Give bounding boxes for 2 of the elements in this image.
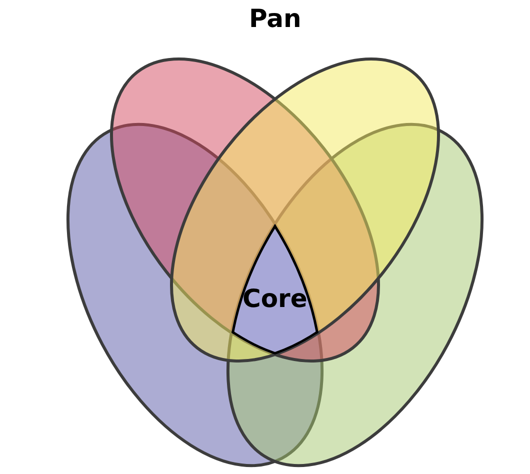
pan-label: Pan — [249, 4, 302, 33]
core-label: Core — [242, 284, 308, 313]
